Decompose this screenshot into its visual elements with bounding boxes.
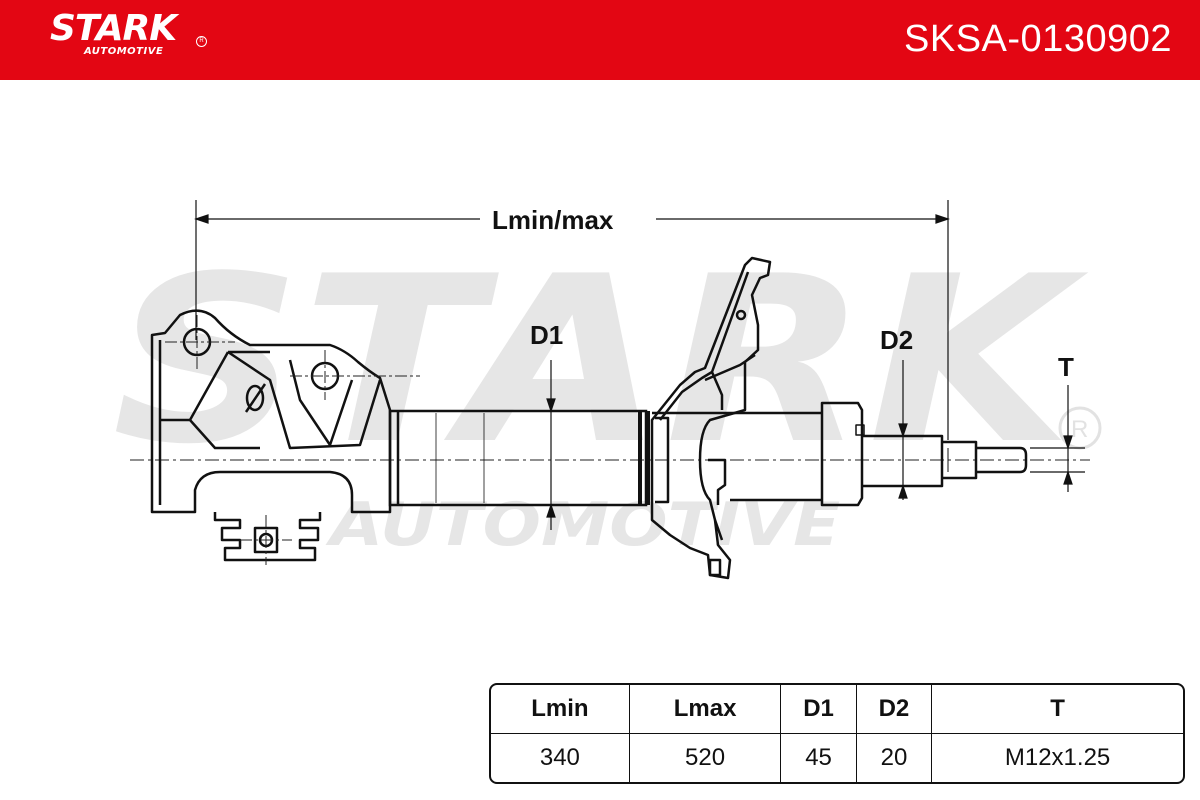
header-lmin: Lmin: [491, 685, 630, 734]
value-lmax: 520: [630, 734, 782, 782]
header-d2: D2: [856, 685, 933, 734]
main-tube: [388, 409, 650, 507]
value-d2: 20: [857, 734, 933, 782]
table-row: 340 520 45 20 M12x1.25: [491, 734, 1183, 782]
svg-text:R: R: [1071, 416, 1088, 443]
thread-label: T: [1058, 352, 1074, 382]
dimension-lines: [194, 200, 1085, 530]
watermark-main: STARK: [112, 228, 1089, 495]
value-t: M12x1.25: [1004, 744, 1111, 771]
header-bar: STARK AUTOMOTIVE R SKSA-0130902: [0, 0, 1200, 80]
value-d1: 45: [781, 734, 857, 782]
shock-absorber-drawing: STARK AUTOMOTIVE R: [112, 200, 1102, 580]
length-label: Lmin/max: [492, 205, 614, 235]
header-t: T: [932, 685, 1183, 734]
bracket-center-marks: [165, 315, 420, 565]
header-d1: D1: [781, 685, 857, 734]
registered-icon: R: [196, 36, 207, 47]
piston-rod: [652, 401, 1028, 507]
brand-name: STARK: [50, 8, 177, 49]
watermark-sub: AUTOMOTIVE: [325, 490, 840, 560]
header-lmax: Lmax: [629, 685, 782, 734]
table-header-row: Lmin Lmax D1 D2 T: [491, 685, 1183, 734]
d1-label: D1: [530, 320, 563, 350]
value-lmin: 340: [491, 734, 630, 782]
specs-table: Lmin Lmax D1 D2 T 340 520 45 20 M12x1.25: [489, 683, 1185, 784]
brand-subtitle: AUTOMOTIVE: [84, 46, 164, 57]
spring-seat: [650, 256, 772, 580]
watermark: STARK AUTOMOTIVE R: [112, 228, 1102, 560]
d2-label: D2: [880, 325, 913, 355]
part-number: SKSA-0130902: [904, 18, 1172, 60]
brand-logo: STARK AUTOMOTIVE: [50, 8, 177, 58]
